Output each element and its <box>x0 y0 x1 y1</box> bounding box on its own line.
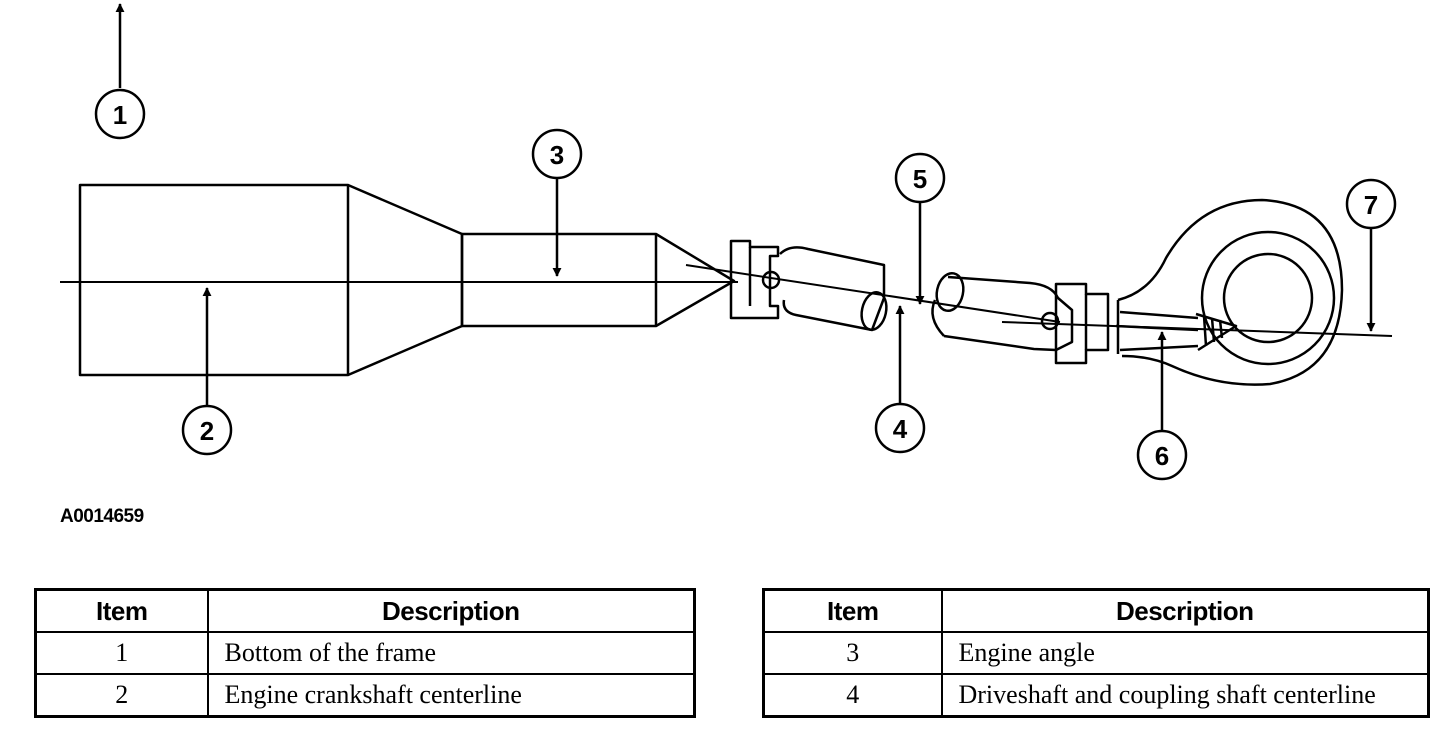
legend-table-left: Item Description 1 Bottom of the frame 2… <box>34 588 696 718</box>
callout-5 <box>894 152 946 204</box>
callout-4 <box>874 402 926 454</box>
item-number: 3 <box>762 631 943 675</box>
table-header-row: Item Description <box>762 588 1430 633</box>
coupling-shaft <box>779 246 886 332</box>
item-number: 1 <box>34 631 209 675</box>
engine-block <box>78 183 350 377</box>
callout-7 <box>1345 178 1397 230</box>
driveshaft <box>943 275 1074 352</box>
column-header-description: Description <box>206 588 696 633</box>
coupling-shaft-end <box>860 290 888 332</box>
item-number: 4 <box>762 673 943 718</box>
item-description: Driveshaft and coupling shaft centerline <box>940 673 1430 718</box>
callout-7-label: 7 <box>1364 190 1378 220</box>
pinion-gear <box>1195 312 1238 352</box>
legend-table-right: Item Description 3 Engine angle 4 Drives… <box>762 588 1430 718</box>
callout-2-label: 2 <box>200 416 214 446</box>
callout-5-label: 5 <box>913 164 927 194</box>
column-header-item: Item <box>762 588 943 633</box>
transmission-tail <box>655 232 736 328</box>
item-number: 2 <box>34 673 209 718</box>
ring-gear-inner <box>1222 252 1314 344</box>
table-row: 4 Driveshaft and coupling shaft centerli… <box>762 673 1430 718</box>
callout-1-label: 1 <box>113 100 127 130</box>
driveshaft-end <box>935 271 965 313</box>
callout-2 <box>181 404 233 456</box>
column-header-item: Item <box>34 588 209 633</box>
ring-gear-outer <box>1200 230 1336 366</box>
table-row: 1 Bottom of the frame <box>34 631 696 675</box>
callout-1 <box>94 88 146 140</box>
driveshaft-centerline <box>685 264 1061 323</box>
item-description: Engine angle <box>940 631 1430 675</box>
table-row: 2 Engine crankshaft centerline <box>34 673 696 718</box>
rear-yoke <box>1054 282 1110 365</box>
bell-housing <box>347 183 464 377</box>
figure-id: A0014659 <box>60 506 144 527</box>
transmission <box>460 232 658 328</box>
callout-6-label: 6 <box>1155 441 1169 471</box>
front-yoke <box>729 239 780 320</box>
table-header-row: Item Description <box>34 588 696 633</box>
table-row: 3 Engine angle <box>762 631 1430 675</box>
item-description: Bottom of the frame <box>206 631 696 675</box>
callout-3 <box>531 128 583 180</box>
callout-6 <box>1136 429 1188 481</box>
item-description: Engine crankshaft centerline <box>206 673 696 718</box>
callout-3-label: 3 <box>550 140 564 170</box>
differential-housing <box>1117 198 1344 386</box>
callout-4-label: 4 <box>893 414 908 444</box>
rear-axle-pinion-centerline <box>1001 321 1393 337</box>
column-header-description: Description <box>940 588 1430 633</box>
driveline-angle-diagram: 1 2 3 4 5 6 7 <box>60 3 1397 481</box>
